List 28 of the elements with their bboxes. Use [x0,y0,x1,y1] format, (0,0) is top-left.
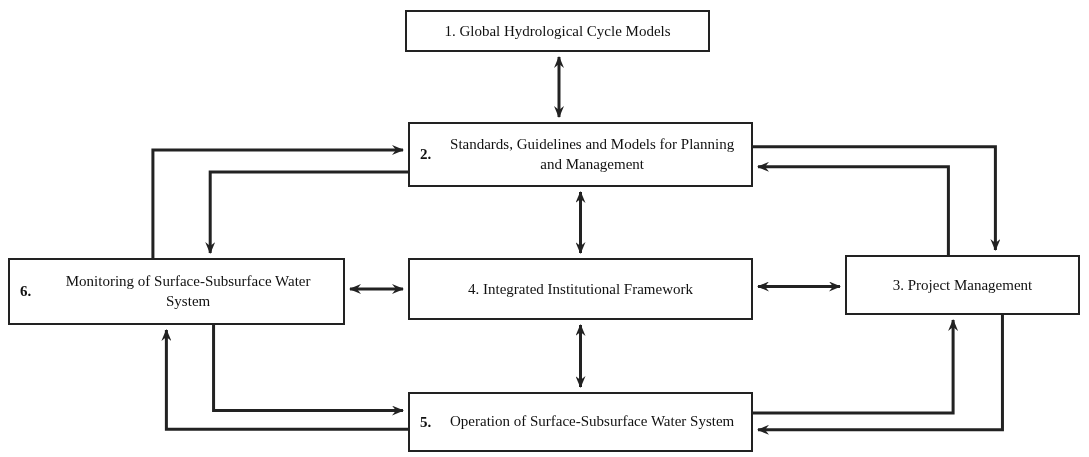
process-box [408,122,753,187]
step-number: 2. [420,146,432,163]
step-number: 5. [420,413,432,431]
arrow [554,56,564,118]
arrow [757,161,950,255]
arrow [575,324,586,388]
arrow [151,144,404,258]
box-label: Monitoring of Surface-Subsurface Water System [64,272,312,311]
arrow [575,191,586,254]
box-label: Standards, Guidelines and Models for Planning and Management [449,135,736,174]
box-label: Operation of Surface-Subsurface Water System [449,412,736,432]
process-box [8,258,345,325]
process-box [408,392,753,452]
process-box [408,258,753,320]
box-label: 1. Global Hydrological Cycle Models [444,22,671,40]
step-number: 6. [20,283,32,300]
arrow [161,329,408,431]
arrow [753,145,1001,251]
arrow [757,315,1004,435]
box-label: 3. Project Management [892,276,1033,294]
box-label: 4. Integrated Institutional Framework [468,280,693,298]
process-box [845,255,1080,315]
arrow [212,325,404,416]
arrow [753,319,959,415]
arrow [757,281,841,292]
arrow [205,170,408,254]
process-box [405,10,710,52]
arrow [349,284,404,294]
